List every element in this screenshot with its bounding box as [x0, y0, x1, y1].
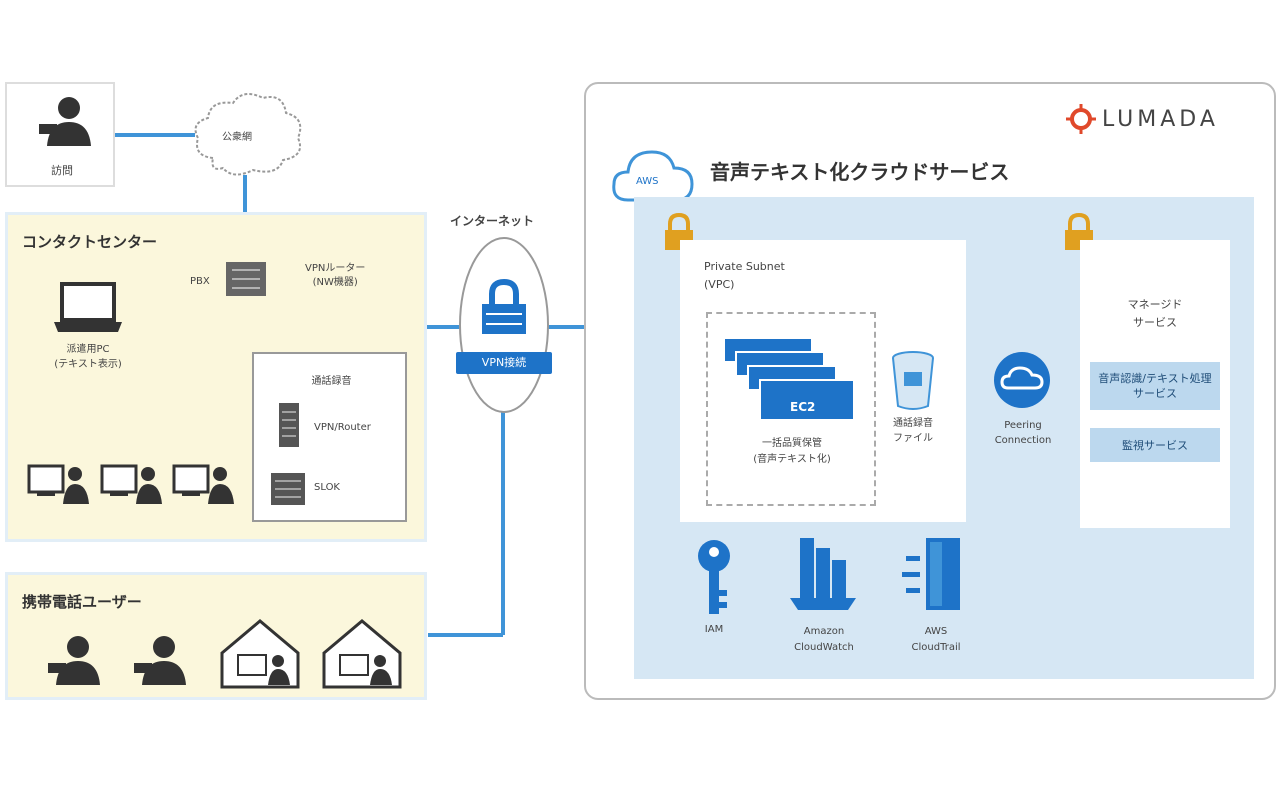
laptop-icon: [54, 282, 122, 332]
server1-label: VPN/Router: [314, 422, 371, 433]
relay-server-box: 通話録音 VPN/Router SLOK: [252, 352, 407, 522]
aws-badge: AWS: [636, 176, 659, 187]
pbx-device-icon: [226, 262, 266, 296]
cloudtrail-icon: [902, 538, 960, 610]
external-user-label: 訪問: [51, 164, 73, 177]
person-headset-icon: [134, 636, 186, 685]
storage-bucket-icon: [892, 351, 934, 410]
operator-pc-label: 派遣用PC (テキスト表示): [54, 344, 122, 370]
operator-terminal-icon: [27, 464, 89, 504]
cloudwatch-icon: [790, 538, 856, 610]
operator-terminal-icon: [172, 464, 234, 504]
home-office-icon: [220, 619, 300, 689]
relay-server-title: 通話録音: [311, 376, 352, 387]
mobile-users-title: 携帯電話ユーザー: [22, 593, 142, 611]
ec2-instances-icon: [723, 337, 855, 421]
vpn-router-label: VPNルーター (NW機器): [305, 263, 366, 288]
public-network-label: 公衆網: [222, 132, 252, 143]
storage-label: 通話録音 ファイル: [893, 418, 933, 444]
managed-service-speech: 音声認識/テキスト処理 サービス: [1090, 362, 1220, 410]
internet-title: インターネット: [450, 214, 535, 228]
person-headset-icon: [39, 97, 91, 146]
mobile-users-panel: 携帯電話ユーザー: [5, 572, 427, 700]
iam-key-icon: [698, 540, 730, 614]
server-unit-icon: [271, 473, 305, 505]
lumada-logo: LUMADA: [1066, 104, 1219, 134]
pbx-label: PBX: [190, 276, 210, 287]
vpn-gateway-lock-icon: [482, 278, 526, 334]
server2-label: SLOK: [314, 482, 340, 493]
iam-label: IAM: [704, 624, 724, 635]
vpn-connection-badge: VPN接続: [456, 352, 552, 374]
peering-label: Peering Connection: [994, 420, 1052, 446]
lumada-logo-icon: [1066, 104, 1096, 134]
ec2-label: EC2: [790, 400, 816, 414]
instance-group-label: 一括品質保管 (音声テキスト化): [753, 438, 831, 465]
server-rack-icon: [279, 403, 299, 447]
managed-service-monitoring: 監視サービス: [1090, 428, 1220, 462]
operator-terminal-icon: [100, 464, 162, 504]
contact-center-title: コンタクトセンター: [22, 233, 158, 251]
public-network-cloud-icon: [194, 93, 302, 176]
instance-group-box: [706, 312, 876, 506]
cloudtrail-label: AWS CloudTrail: [911, 626, 961, 653]
person-headset-icon: [48, 636, 100, 685]
aws-cloud-icon: [612, 150, 694, 202]
private-subnet-title: Private Subnet (VPC): [704, 260, 785, 291]
lumada-brand-text: LUMADA: [1102, 106, 1219, 132]
external-user-box: 訪問: [5, 82, 115, 187]
cloud-service-title: 音声テキスト化クラウドサービス: [710, 160, 1010, 184]
peering-connection-icon: [994, 352, 1050, 408]
managed-services-title: マネージド サービス: [1127, 298, 1183, 329]
cloudwatch-label: Amazon CloudWatch: [794, 626, 854, 653]
home-office-icon: [322, 619, 402, 689]
